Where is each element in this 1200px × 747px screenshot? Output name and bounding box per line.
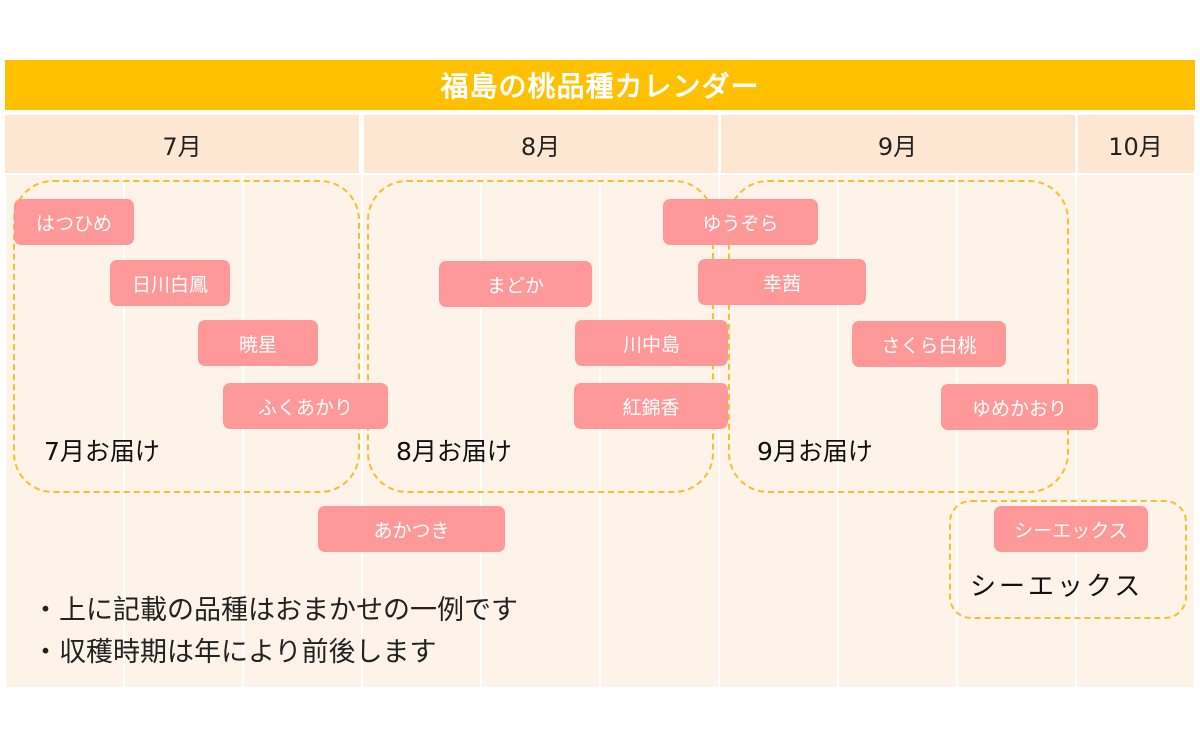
- variety-bar: 日川白鳳: [110, 260, 230, 306]
- month-header-3: 9月: [720, 115, 1075, 173]
- variety-bar: 幸茜: [698, 259, 866, 305]
- period-column: [958, 175, 1075, 687]
- variety-bar: 川中島: [575, 320, 728, 366]
- variety-bar: はつひめ: [14, 199, 134, 245]
- variety-bar: シーエックス: [994, 506, 1148, 552]
- period-column: [363, 175, 480, 687]
- period-column: [244, 175, 361, 687]
- variety-bar: 紅錦香: [574, 383, 728, 429]
- delivery-group-label: 8月お届け: [396, 437, 512, 466]
- month-header-4: 10月: [1077, 115, 1194, 173]
- variety-bar: あかつき: [318, 506, 505, 552]
- variety-bar: ふくあかり: [223, 383, 388, 429]
- variety-bar: ゆうぞら: [663, 199, 818, 245]
- period-column: [6, 175, 123, 687]
- note-line-2: ・収穫時期は年により前後します: [32, 637, 437, 668]
- calendar-title: 福島の桃品種カレンダー: [5, 60, 1195, 110]
- month-header-1: 7月: [5, 115, 359, 173]
- period-column: [601, 175, 718, 687]
- delivery-group-box: [13, 180, 360, 493]
- note-line-1: ・上に記載の品種はおまかせの一例です: [32, 595, 518, 626]
- variety-bar: さくら白桃: [852, 321, 1006, 367]
- delivery-group-label: 9月お届け: [757, 437, 873, 466]
- delivery-group-label: 7月お届け: [44, 437, 160, 466]
- variety-bar: まどか: [439, 261, 592, 307]
- variety-bar: ゆめかおり: [941, 384, 1098, 430]
- month-header-2: 8月: [363, 115, 718, 173]
- variety-bar: 暁星: [198, 320, 318, 366]
- delivery-group-label: シーエックス: [970, 572, 1144, 602]
- delivery-group-box: [728, 180, 1069, 493]
- period-column: [482, 175, 599, 687]
- delivery-group-box: [949, 500, 1187, 619]
